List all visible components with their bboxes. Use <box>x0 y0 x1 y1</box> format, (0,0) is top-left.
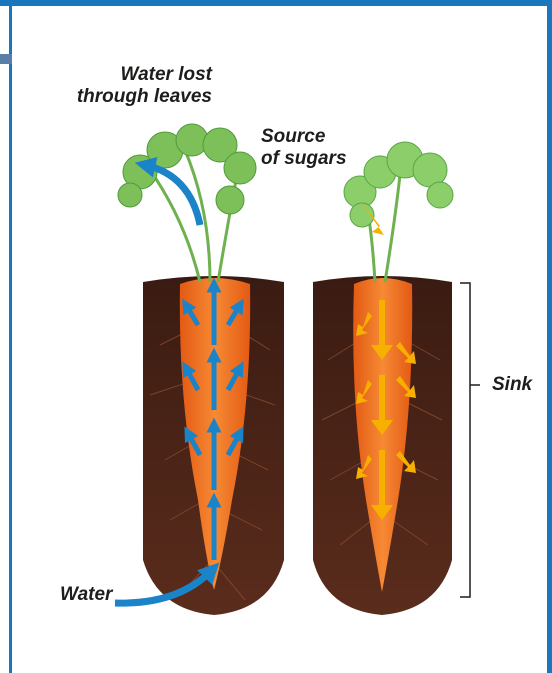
water-lost-label: Water lost through leaves <box>50 64 212 108</box>
sink-bracket <box>460 283 480 597</box>
right-carrot-plant <box>313 142 453 615</box>
right-leaves <box>344 142 453 282</box>
left-leaves <box>118 124 256 282</box>
source-of-sugars-label: Source of sugars <box>261 126 347 170</box>
left-carrot-plant <box>115 124 284 615</box>
water-label: Water <box>60 584 112 606</box>
sink-label: Sink <box>492 374 532 396</box>
